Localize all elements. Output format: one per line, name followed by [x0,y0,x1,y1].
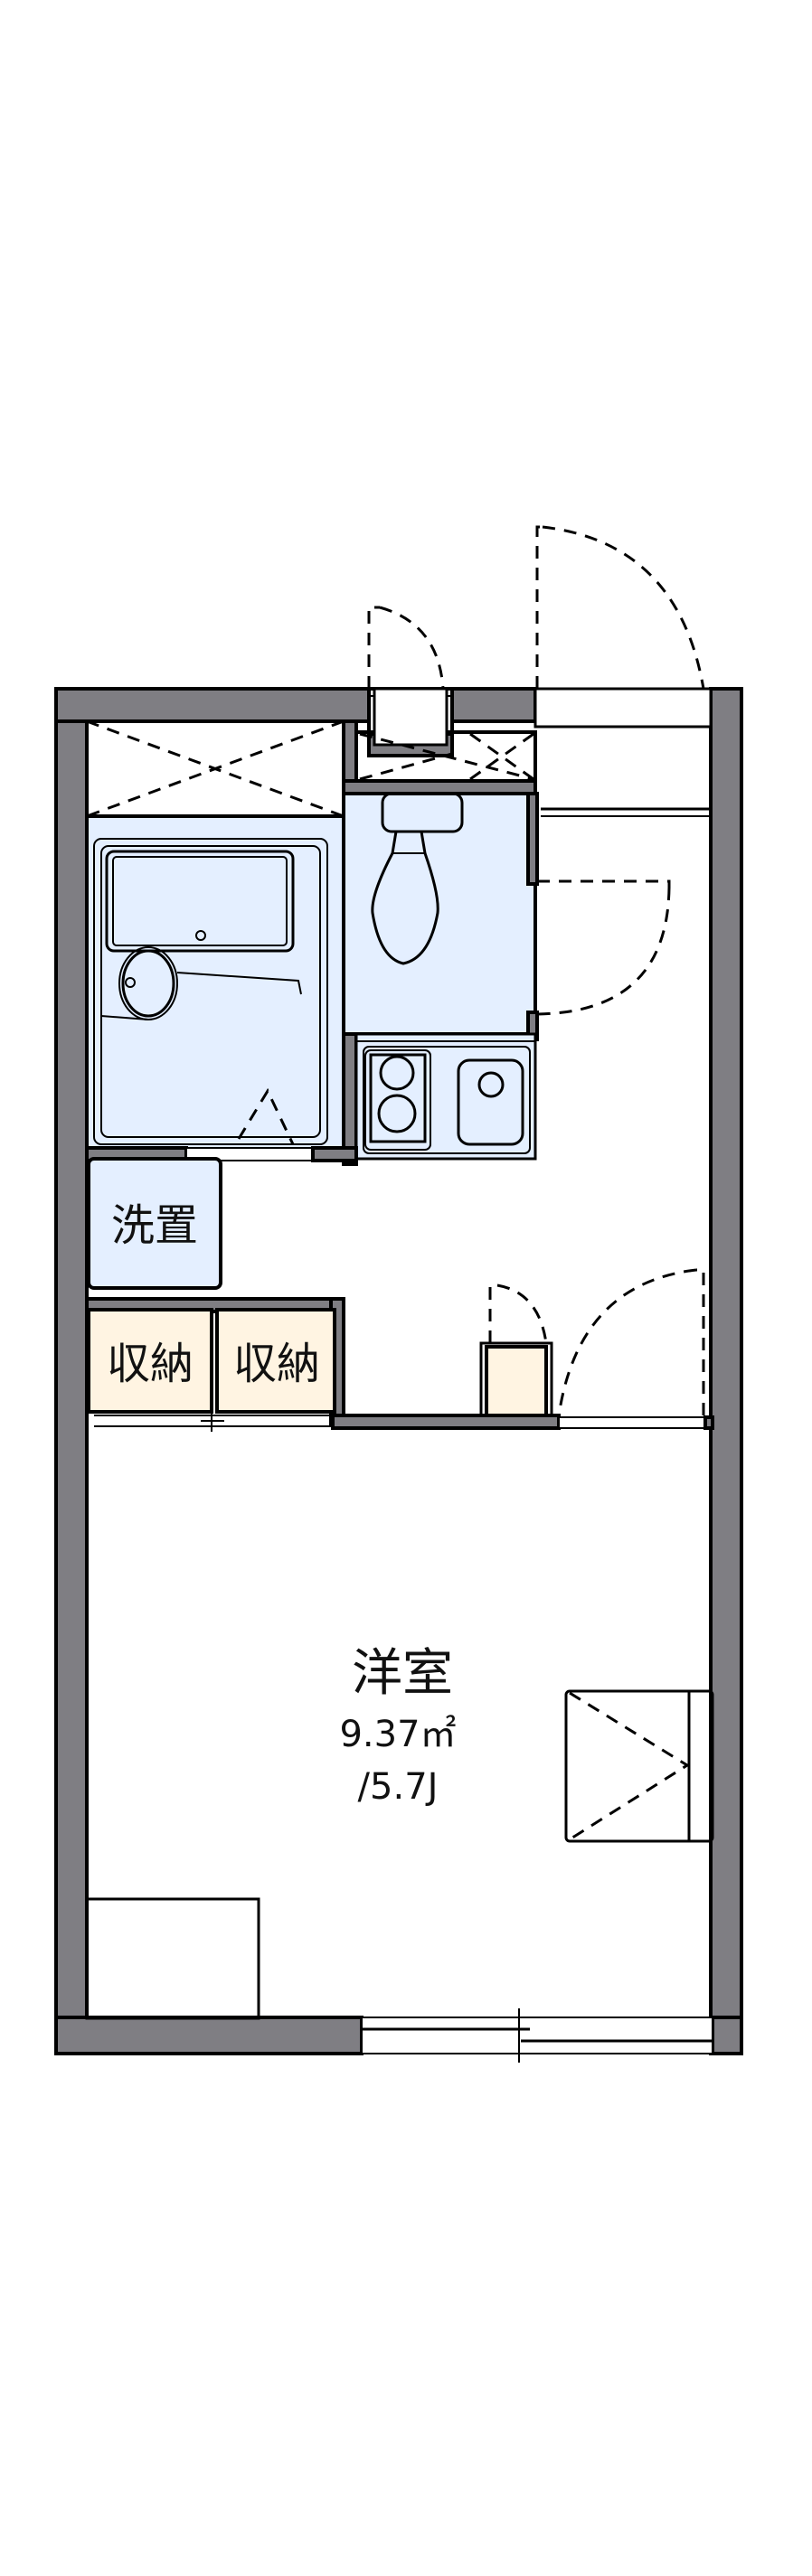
burner-2-icon [377,1094,417,1133]
top-wall-mid-b [450,687,537,723]
left-wall [54,687,89,2055]
overhead-cabinet-left [85,719,345,818]
kitchen [342,1032,537,1166]
toilet-door[interactable] [537,879,671,888]
burner-1-icon [379,1055,415,1091]
washer-space-box [87,1157,222,1290]
meter-box-door[interactable] [367,606,380,689]
room-tatami-label: /5.7J [358,1766,439,1808]
storage-2-label: 収納 [233,1339,320,1389]
furniture-box [85,1897,260,2020]
top-wall-left [54,687,371,723]
room-partition [331,1268,714,1430]
bathroom [85,814,345,1157]
room-area-label: 9.37㎡ [339,1714,456,1755]
bottom-wall-right [711,2016,743,2055]
washer-space: 洗置 [87,1157,222,1290]
balcony-window[interactable] [338,2008,713,2063]
storage-1 [87,1308,213,1414]
toilet-floor [342,792,537,1036]
entrance-threshold [533,687,713,729]
bathroom-floor [85,814,345,1157]
entrance-door[interactable] [535,525,543,689]
bathtub [105,850,295,953]
air-conditioner [564,1689,714,1843]
storage-1-label: 収納 [107,1339,194,1389]
entrance-door-swing [542,525,705,690]
stove [364,1049,431,1151]
shoe-cabinet [485,1345,548,1417]
washbasin [121,949,175,1018]
storage-2 [215,1308,336,1414]
room-door[interactable] [696,1268,705,1415]
washer-space-label: 洗置 [111,1200,198,1251]
sink-drain-icon [477,1071,505,1098]
room-door-swing [557,1268,697,1416]
storage-closets: 収納 収納 [85,1297,345,1432]
shoe-cabinet-door[interactable] [488,1283,497,1343]
meter-box-door-swing [379,606,445,690]
toilet-room [342,779,671,1041]
toilet-door-swing [536,887,671,1016]
kitchen-counter [354,1032,537,1161]
right-wall [709,687,743,2055]
toilet-bowl [371,831,439,965]
sink [457,1058,524,1146]
bottom-wall-left [54,2016,364,2055]
entrance [533,525,713,817]
bathroom-door-swing [237,1087,295,1145]
bathtub-drain-icon [195,930,206,941]
western-room: 洋室 9.37㎡ /5.7J [85,1644,714,2020]
room-name-label: 洋室 [352,1644,453,1703]
